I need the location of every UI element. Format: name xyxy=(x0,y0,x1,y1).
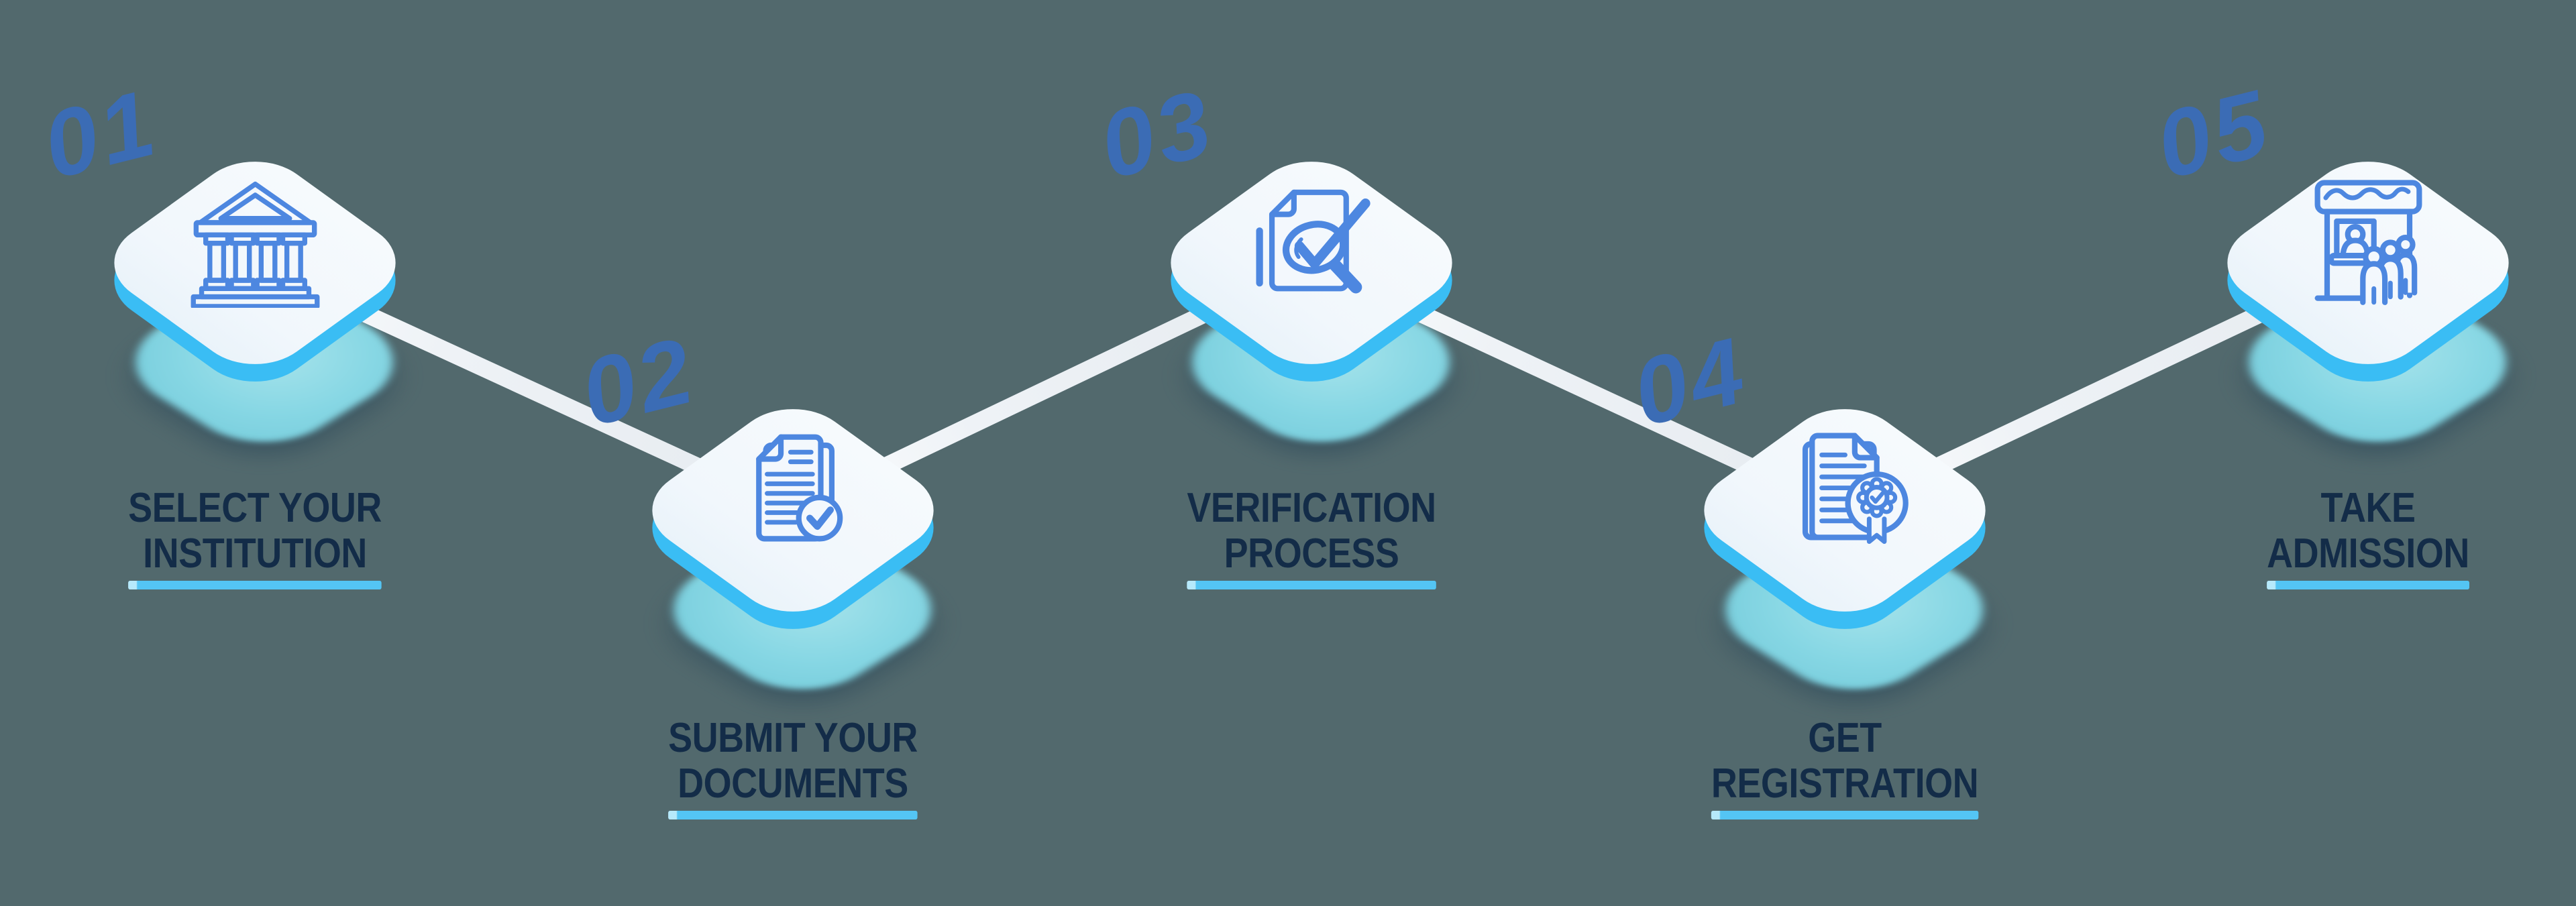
step-label-line1: TAKE xyxy=(2320,485,2416,531)
documents-check-icon xyxy=(724,418,862,555)
step-label: SELECT YOUR INSTITUTION xyxy=(128,486,382,589)
certificate-badge-icon xyxy=(1776,418,1914,555)
step-label-line1: VERIFICATION xyxy=(1187,485,1436,531)
label-underline xyxy=(1187,581,1436,589)
step-number: 04 xyxy=(1623,317,1758,446)
label-underline xyxy=(668,811,918,819)
step-label: SUBMIT YOUR DOCUMENTS xyxy=(668,716,918,819)
step-label-line2: INSTITUTION xyxy=(143,530,367,577)
step-label-line2: DOCUMENTS xyxy=(678,760,908,807)
step-number: 03 xyxy=(1089,69,1225,199)
step-number: 01 xyxy=(33,69,168,199)
label-underline xyxy=(1711,811,1979,819)
step-label-line1: SELECT YOUR xyxy=(128,485,382,531)
label-underline xyxy=(2267,581,2469,589)
step-number: 02 xyxy=(571,317,706,446)
step-label-line2: ADMISSION xyxy=(2267,530,2469,577)
step-label-line2: REGISTRATION xyxy=(1711,760,1979,807)
step-number: 05 xyxy=(2146,69,2282,199)
step-label: TAKE ADMISSION xyxy=(2267,486,2469,589)
bank-icon xyxy=(186,170,324,308)
step-label: VERIFICATION PROCESS xyxy=(1187,486,1436,589)
label-underline xyxy=(128,581,382,589)
admission-booth-icon xyxy=(2300,170,2437,308)
step-label-line1: SUBMIT YOUR xyxy=(668,715,918,761)
step-label: GET REGISTRATION xyxy=(1711,715,1979,819)
step-label-line2: PROCESS xyxy=(1224,530,1399,577)
step-label-line1: GET xyxy=(1808,715,1882,761)
document-magnifier-check-icon xyxy=(1243,170,1381,308)
